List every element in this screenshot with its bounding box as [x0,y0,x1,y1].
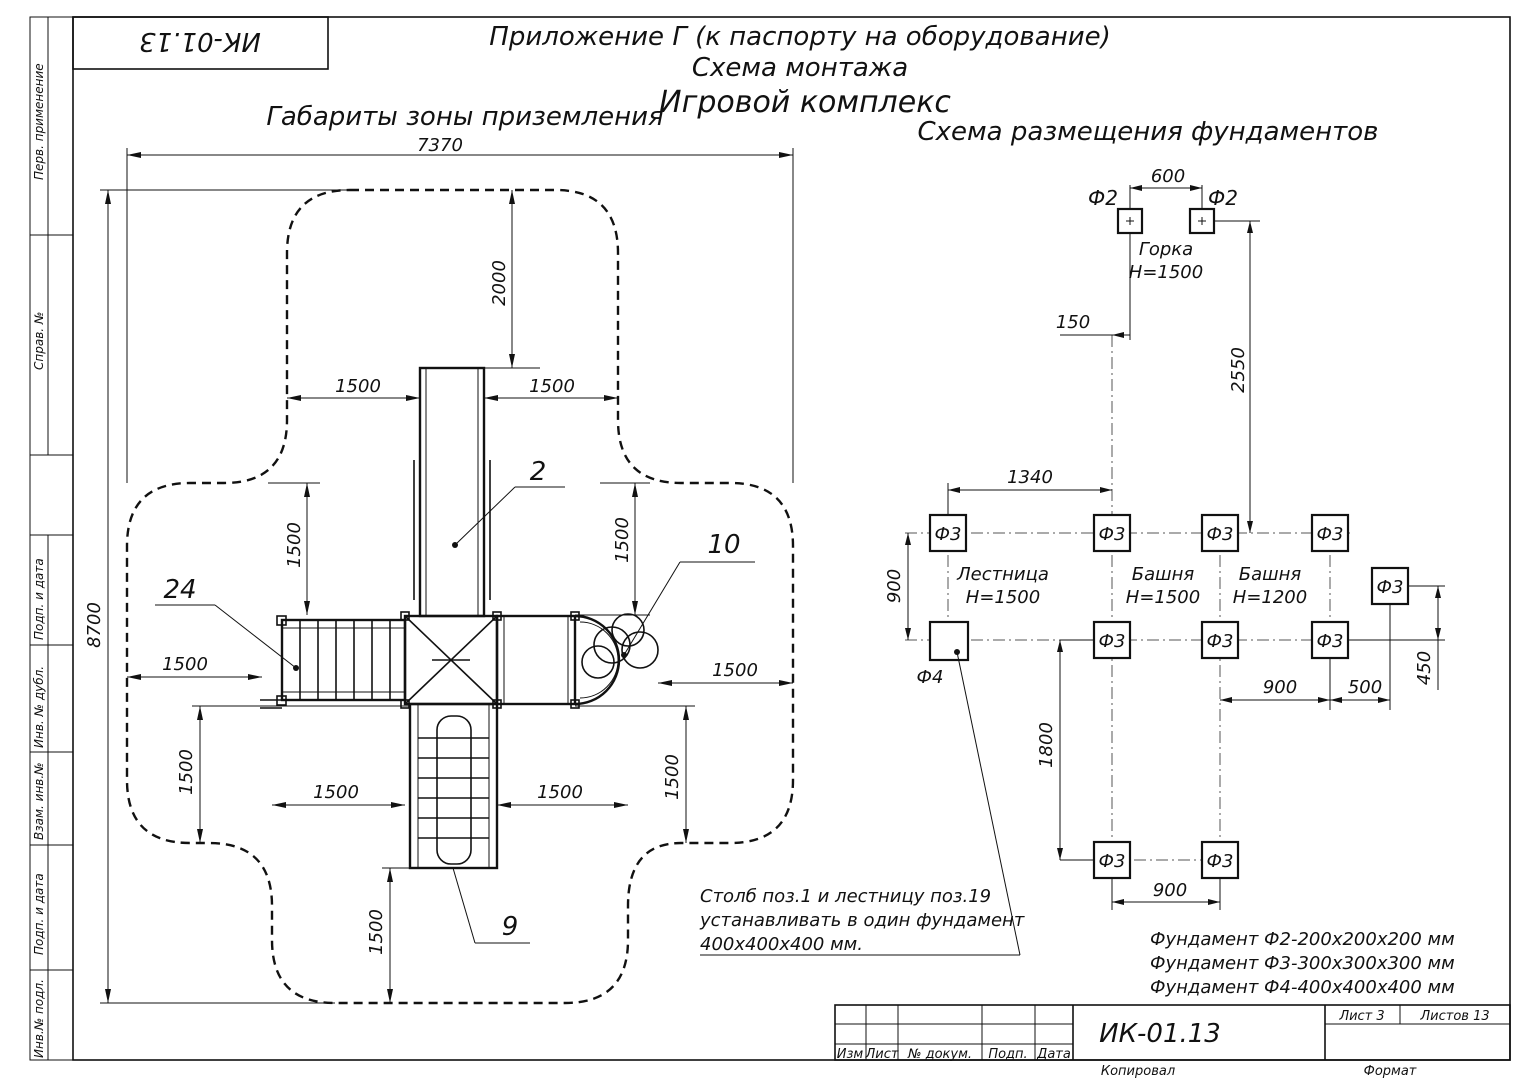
tower2-equipment [495,611,580,709]
side-label-vzam: Взам. инв.№ [32,762,46,840]
dim-1500-right-lower: 1500 [662,754,683,800]
dim-1500-right-h: 1500 [712,660,758,681]
f3-label-2: Ф3 [1099,524,1126,545]
tb-copied: Копировал [1101,1064,1175,1079]
tower1-label: Башня [1132,564,1195,585]
f3-label-3: Ф3 [1207,524,1234,545]
f3-label-9: Ф3 [1099,851,1126,872]
foundation-f3-9 [1092,840,1132,880]
side-label-dubl: Инв. № дубл. [32,666,46,748]
heading-scheme: Схема монтажа [692,53,908,83]
side-label-perv: Перв. применение [32,63,46,180]
tb-date: Дата [1036,1047,1071,1062]
f2-label-right: Ф2 [1208,186,1238,210]
dim-900-right: 900 [1263,677,1297,698]
tb-list: Лист [865,1047,899,1062]
dim-1500-left-upper: 1500 [284,522,305,568]
foundation-f3-1 [928,513,968,553]
tb-code: ИК-01.13 [1099,1019,1221,1049]
dim-500: 500 [1348,677,1382,698]
tower1-height: H=1500 [1126,587,1200,608]
slide-equipment [413,366,491,618]
flipped-code: ИК-01.13 [139,26,261,56]
dim-1500-bottom-right: 1500 [537,782,583,803]
note-line-3: 400х400х400 мм. [700,934,863,955]
tower-equipment [400,611,502,709]
title-block [834,1004,1511,1061]
dim-7370: 7370 [417,135,463,156]
heading-appendix: Приложение Г (к паспорту на оборудование… [489,22,1110,52]
tb-doc: № докум. [907,1047,972,1062]
tb-sheet: Лист 3 [1338,1009,1384,1024]
f3-label-1: Ф3 [935,524,962,545]
dim-1500-bottom-left: 1500 [313,782,359,803]
heading-complex: Игровой комплекс [659,85,951,120]
foundation-f4 [928,620,970,662]
ladder-height: H=1500 [966,587,1040,608]
dim-150: 150 [1056,312,1090,333]
pos-10: 10 [707,530,740,560]
dim-2000: 2000 [489,260,510,306]
slide-label: Горка [1139,239,1193,260]
tb-sheets: Листов 13 [1419,1009,1489,1024]
dim-450: 450 [1414,651,1435,685]
side-label-podl: Инв.№ подл. [32,979,46,1058]
right-title: Схема размещения фундаментов [917,117,1378,147]
tb-podp: Подп. [988,1047,1027,1062]
left-title: Габариты зоны приземления [266,102,663,132]
f2-label-left: Ф2 [1088,186,1118,210]
tb-izm: Изм [837,1047,864,1062]
landing-zone-outline [125,188,795,1005]
foundation-f3-4 [1310,513,1350,553]
pos-9: 9 [502,912,519,942]
foundation-f3-10 [1200,840,1240,880]
legend-f2: Фундамент Ф2-200х200х200 мм [1150,929,1455,950]
flower-panel-equipment [574,613,659,706]
dim-1500-left-lower: 1500 [176,749,197,795]
tower2-height: H=1200 [1233,587,1307,608]
left-ladder-equipment [260,615,407,709]
note-line-2: устанавливать в один фундамент [699,910,1025,931]
foundation-f3-2 [1092,513,1132,553]
side-strip [29,16,74,1061]
dim-1500-left-h: 1500 [162,654,208,675]
side-label-sprav: Справ. № [32,312,46,370]
f4-label: Ф4 [917,667,944,688]
dim-1500-slide-right: 1500 [529,376,575,397]
ladder-label: Лестница [956,564,1049,585]
slide-height: H=1500 [1129,262,1203,283]
side-label-podp1: Подп. и дата [32,558,46,640]
bottom-climber-equipment [408,702,499,870]
f3-label-8: Ф3 [1317,631,1344,652]
pos-2: 2 [530,457,547,487]
dim-1500-right-upper: 1500 [612,517,633,563]
dim-900-bottom: 900 [1153,880,1187,901]
foundation-f3-7 [1200,620,1240,660]
note-line-1: Столб поз.1 и лестницу поз.19 [700,886,991,907]
legend-f3: Фундамент Ф3-300х300х300 мм [1150,953,1455,974]
f3-label-10: Ф3 [1207,851,1234,872]
dim-600: 600 [1151,166,1185,187]
dim-1340: 1340 [1007,467,1053,488]
f3-label-5: Ф3 [1377,577,1404,598]
dim-2550: 2550 [1228,347,1249,393]
dim-900-left: 900 [884,569,905,603]
legend-f4: Фундамент Ф4-400х400х400 мм [1150,977,1455,998]
dim-8700: 8700 [84,602,105,648]
pos-24: 24 [163,575,196,605]
f3-label-6: Ф3 [1099,631,1126,652]
f3-label-7: Ф3 [1207,631,1234,652]
tower2-label: Башня [1239,564,1302,585]
dim-1500-slide-left: 1500 [335,376,381,397]
code-box-flipped [72,16,329,70]
tb-format: Формат [1364,1064,1417,1079]
f3-label-4: Ф3 [1317,524,1344,545]
dim-1800: 1800 [1036,722,1057,768]
foundation-f3-3 [1200,513,1240,553]
dim-1500-bottom-v: 1500 [366,909,387,955]
side-label-podp2: Подп. и дата [32,873,46,955]
